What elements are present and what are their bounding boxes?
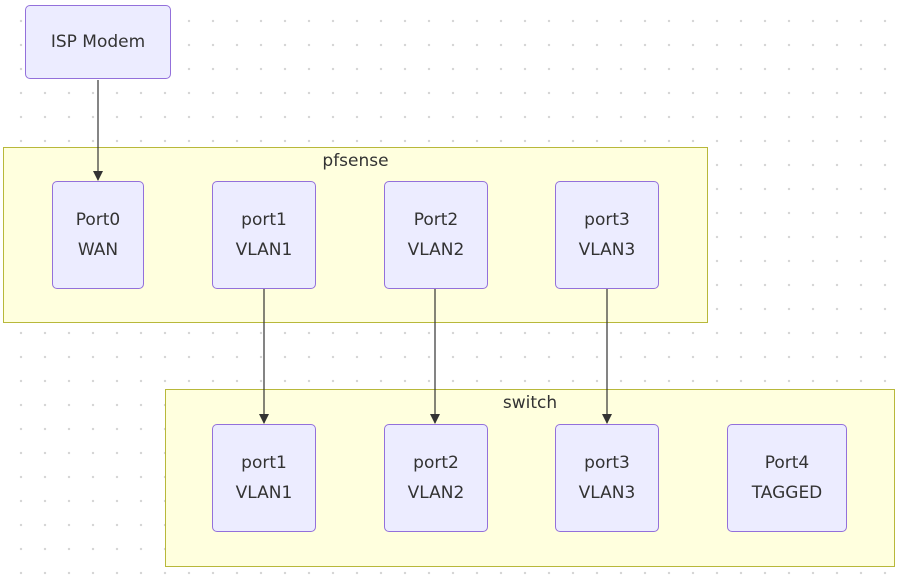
port-name: port1 xyxy=(241,453,287,473)
switch-port4-node[interactable]: Port4 TAGGED xyxy=(727,424,847,532)
port-role: VLAN1 xyxy=(235,240,293,260)
port-role: WAN xyxy=(77,240,119,260)
port-name: Port0 xyxy=(75,210,121,230)
port-role: VLAN2 xyxy=(407,483,465,503)
switch-group-title: switch xyxy=(502,393,558,413)
port-role: VLAN2 xyxy=(407,240,465,260)
pfsense-port1-node[interactable]: port1 VLAN1 xyxy=(212,181,316,289)
pfsense-port3-node[interactable]: port3 VLAN3 xyxy=(555,181,659,289)
port-name: port1 xyxy=(241,210,287,230)
port-name: Port2 xyxy=(413,210,459,230)
pfsense-group-title: pfsense xyxy=(322,151,389,171)
port-name: port3 xyxy=(584,210,630,230)
switch-port2-node[interactable]: port2 VLAN2 xyxy=(384,424,488,532)
port-role: TAGGED xyxy=(751,483,823,503)
switch-port1-node[interactable]: port1 VLAN1 xyxy=(212,424,316,532)
isp-modem-label: ISP Modem xyxy=(50,32,146,52)
pfsense-port2-node[interactable]: Port2 VLAN2 xyxy=(384,181,488,289)
port-name: port3 xyxy=(584,453,630,473)
isp-modem-node[interactable]: ISP Modem xyxy=(25,5,171,79)
port-role: VLAN3 xyxy=(578,483,636,503)
port-role: VLAN3 xyxy=(578,240,636,260)
pfsense-port0-node[interactable]: Port0 WAN xyxy=(52,181,144,289)
port-name: port2 xyxy=(413,453,459,473)
port-role: VLAN1 xyxy=(235,483,293,503)
port-name: Port4 xyxy=(764,453,810,473)
switch-port3-node[interactable]: port3 VLAN3 xyxy=(555,424,659,532)
